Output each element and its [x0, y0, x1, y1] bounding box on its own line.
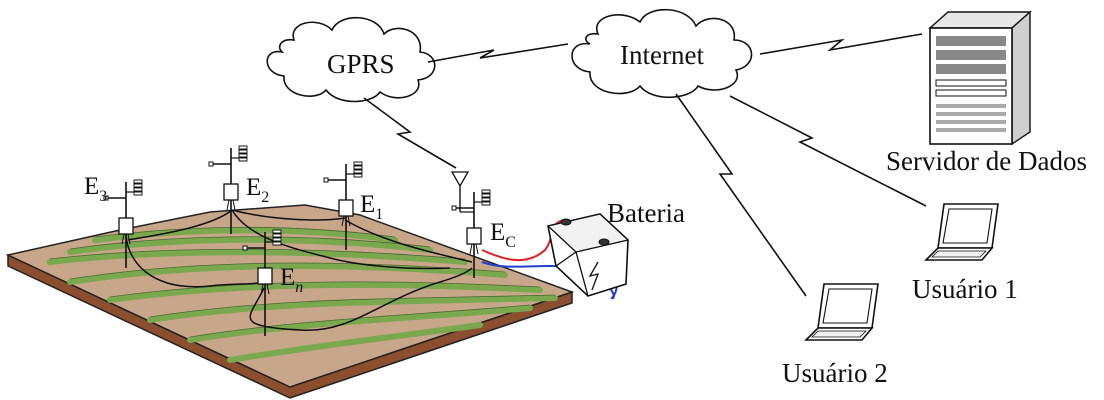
gprs-cloud — [266, 16, 436, 103]
label-en: En — [280, 264, 303, 296]
link-internet-server — [759, 33, 923, 55]
laptop-icon-user2 — [805, 283, 879, 341]
link-internet-user2 — [675, 93, 807, 297]
wireless-links — [363, 33, 927, 297]
internet-label: Internet — [620, 40, 704, 70]
field-plot — [5, 204, 575, 399]
server-label: Servidor de Dados — [886, 146, 1087, 176]
link-gprs-antenna — [363, 97, 457, 169]
battery-icon — [481, 213, 630, 299]
label-ec: EC — [490, 219, 516, 251]
label-e1: E1 — [360, 191, 383, 223]
laptop-icon-user1 — [925, 203, 999, 261]
sensor-cable — [125, 209, 473, 332]
label-e3: E3 — [84, 173, 107, 205]
link-internet-user1 — [729, 95, 927, 207]
user1-label: Usuário 1 — [912, 274, 1018, 304]
server-icon — [928, 10, 1032, 146]
label-e2: E2 — [246, 174, 269, 206]
battery-label: Bateria — [607, 198, 685, 228]
station-en — [242, 229, 282, 336]
link-gprs-internet — [427, 43, 569, 63]
internet-cloud — [571, 8, 753, 98]
user2-label: Usuário 2 — [782, 358, 888, 388]
gprs-label: GPRS — [327, 49, 395, 79]
station-ec — [450, 171, 491, 279]
crop-rows — [47, 227, 558, 363]
